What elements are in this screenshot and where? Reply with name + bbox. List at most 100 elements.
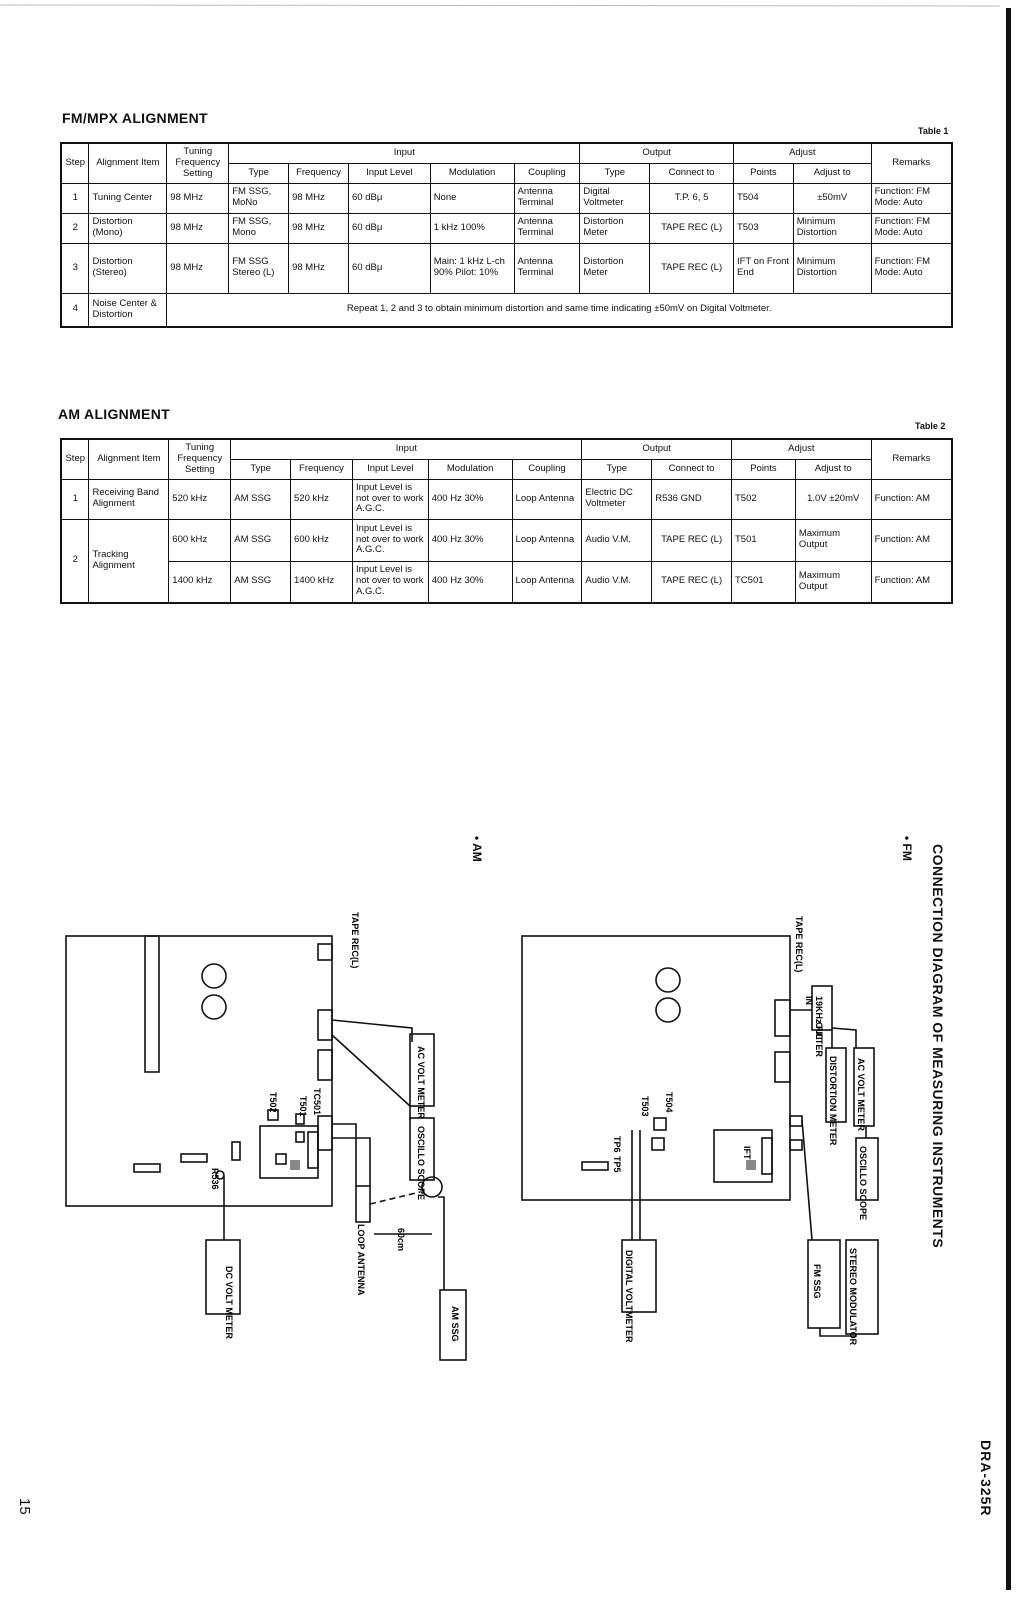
am-component xyxy=(133,1163,161,1173)
top-scan-mark xyxy=(0,0,1036,10)
am-header-frequency: Frequency xyxy=(290,458,353,480)
cell-input-level: 60 dBμ xyxy=(348,212,431,244)
am-dc-volt-label: DC VOLT METER xyxy=(224,1266,234,1339)
right-edge-rule xyxy=(1006,8,1011,1590)
t502-coil xyxy=(267,1109,279,1121)
am-ac-volt-label: AC VOLT METER xyxy=(416,1046,426,1119)
fm-header-modulation: Modulation xyxy=(429,162,515,184)
fm-header-input-level: Input Level xyxy=(348,162,431,184)
filter-in-label: IN xyxy=(804,996,814,1005)
am-section-label: • AM xyxy=(470,836,484,862)
am-alignment-table: Step Alignment Item Tuning Frequency Set… xyxy=(60,438,953,604)
cell-input-level: 60 dBμ xyxy=(348,182,431,214)
cell-points: T503 xyxy=(732,212,794,244)
cell-connect: TAPE REC (L) xyxy=(649,242,734,294)
am-wire-acvolt-to-scope xyxy=(331,1034,411,1120)
distortion-label: DISTORTION METER xyxy=(828,1056,838,1146)
am-oscillo-label: OSCILLO SCOPE xyxy=(416,1126,426,1200)
t504-coil xyxy=(653,1117,667,1131)
am-antenna-jack xyxy=(317,1115,333,1151)
cell-connect: TAPE REC (L) xyxy=(651,560,732,604)
fm-jack xyxy=(789,1139,803,1151)
cell-modulation: None xyxy=(429,182,515,214)
cell-modulation: 400 Hz 30% xyxy=(427,478,513,520)
am-jack xyxy=(317,943,333,961)
distortion-meter-box xyxy=(825,1047,847,1123)
cell-step: 1 xyxy=(60,182,90,214)
cell-coupling: Antenna Terminal xyxy=(513,212,581,244)
am-ssg-box xyxy=(439,1289,467,1361)
cell-tuning: 600 kHz xyxy=(168,518,232,562)
fm-wire-filter-to-acvolt xyxy=(831,1027,857,1048)
page-number: 15 xyxy=(16,1498,33,1515)
fm-section-label: • FM xyxy=(900,836,914,861)
cell-points: T502 xyxy=(731,478,796,520)
cell-remarks: Function: FM Mode: Auto xyxy=(870,182,953,214)
cell-item: Receiving Band Alignment xyxy=(88,478,170,520)
cell-out-type: Distortion Meter xyxy=(579,212,651,244)
cell-step: 1 xyxy=(60,478,90,520)
diagram-title: CONNECTION DIAGRAM OF MEASURING INSTRUME… xyxy=(930,844,946,1249)
cell-step: 3 xyxy=(60,242,90,294)
am-wire-antenna xyxy=(332,1137,371,1186)
fm-header-coupling: Coupling xyxy=(513,162,581,184)
cell-tuning: 1400 kHz xyxy=(168,560,232,604)
am-header-modulation: Modulation xyxy=(427,458,513,480)
cell-adjust: Minimum Distortion xyxy=(792,242,872,294)
cell-type: FM SSG, Mono xyxy=(228,212,290,244)
am-dc-volt-meter-box xyxy=(205,1239,241,1315)
fm-header-adjust: Adjust xyxy=(732,142,872,164)
19khz-filter-box xyxy=(811,985,833,1031)
fm-ssg-label: FM SSG xyxy=(812,1264,822,1299)
cell-connect: R536 GND xyxy=(651,478,732,520)
tc501-trimmer xyxy=(295,1113,305,1125)
cell-frequency: 98 MHz xyxy=(288,182,350,214)
connection-diagram: TAPE REC(L) AC VOLT METER OSCILLO SCOPE … xyxy=(65,912,879,1361)
t504-label: T504 xyxy=(664,1092,674,1113)
fm-oscillo-scope-box xyxy=(855,1137,879,1201)
cell-remarks: Function: AM xyxy=(870,518,953,562)
cell-coupling: Loop Antenna xyxy=(511,518,583,562)
am-header-remarks: Remarks xyxy=(870,438,953,480)
cell-modulation: 400 Hz 30% xyxy=(427,560,513,604)
fm-pcb-hole xyxy=(655,997,681,1023)
fm-table-title: FM/MPX ALIGNMENT xyxy=(62,110,208,126)
cell-out-type: Distortion Meter xyxy=(579,242,651,294)
am-header-adjust-to: Adjust to xyxy=(794,458,872,480)
fm-wire-ssg-to-modulator xyxy=(819,1328,857,1337)
am-header-connect-to: Connect to xyxy=(651,458,732,480)
fm-header-connect-to: Connect to xyxy=(649,162,734,184)
cell-out-type: Electric DC Voltmeter xyxy=(581,478,653,520)
fm-hatched-part xyxy=(746,1160,756,1170)
cell-frequency: 1400 kHz xyxy=(290,560,353,604)
am-oscillo-scope-box xyxy=(409,1117,435,1181)
cell-frequency: 98 MHz xyxy=(288,212,350,244)
am-table-label: Table 2 xyxy=(915,421,946,431)
am-tape-rec-jack xyxy=(317,1009,333,1041)
table-row: 4 Noise Center & Distortion Repeat 1, 2 … xyxy=(60,292,953,328)
am-ac-volt-meter-box xyxy=(409,1033,435,1107)
fm-tape-rec-label: TAPE REC(L) xyxy=(794,916,804,972)
fm-jack xyxy=(774,1051,791,1083)
cell-tuning: 98 MHz xyxy=(166,182,230,214)
digital-voltmeter-box xyxy=(621,1239,657,1313)
cell-connect: TAPE REC (L) xyxy=(649,212,734,244)
cell-out-type: Audio V.M. xyxy=(581,518,653,562)
cell-tuning: 98 MHz xyxy=(166,212,230,244)
am-pcb-hole xyxy=(201,994,227,1020)
cell-type: FM SSG, MoNo xyxy=(228,182,290,214)
cell-coupling: Loop Antenna xyxy=(511,560,583,604)
cell-step: 2 xyxy=(60,518,90,604)
cell-remarks: Function: FM Mode: Auto xyxy=(870,242,953,294)
table-row: 3 Distortion (Stereo) 98 MHz FM SSG Ster… xyxy=(60,242,953,294)
stereo-modulator-box xyxy=(845,1239,879,1335)
stereo-modulator-label: STEREO MODULATOR xyxy=(848,1248,858,1346)
am-header-points: Points xyxy=(731,458,796,480)
fm-ift-coil xyxy=(761,1137,773,1175)
am-pcb-hole xyxy=(201,963,227,989)
tp6-label: TP6 xyxy=(612,1136,622,1153)
ift-label: IFT xyxy=(742,1146,752,1160)
cell-points: T501 xyxy=(731,518,796,562)
tp5-label: TP5 xyxy=(612,1156,622,1173)
cell-adjust: Minimum Distortion xyxy=(792,212,872,244)
